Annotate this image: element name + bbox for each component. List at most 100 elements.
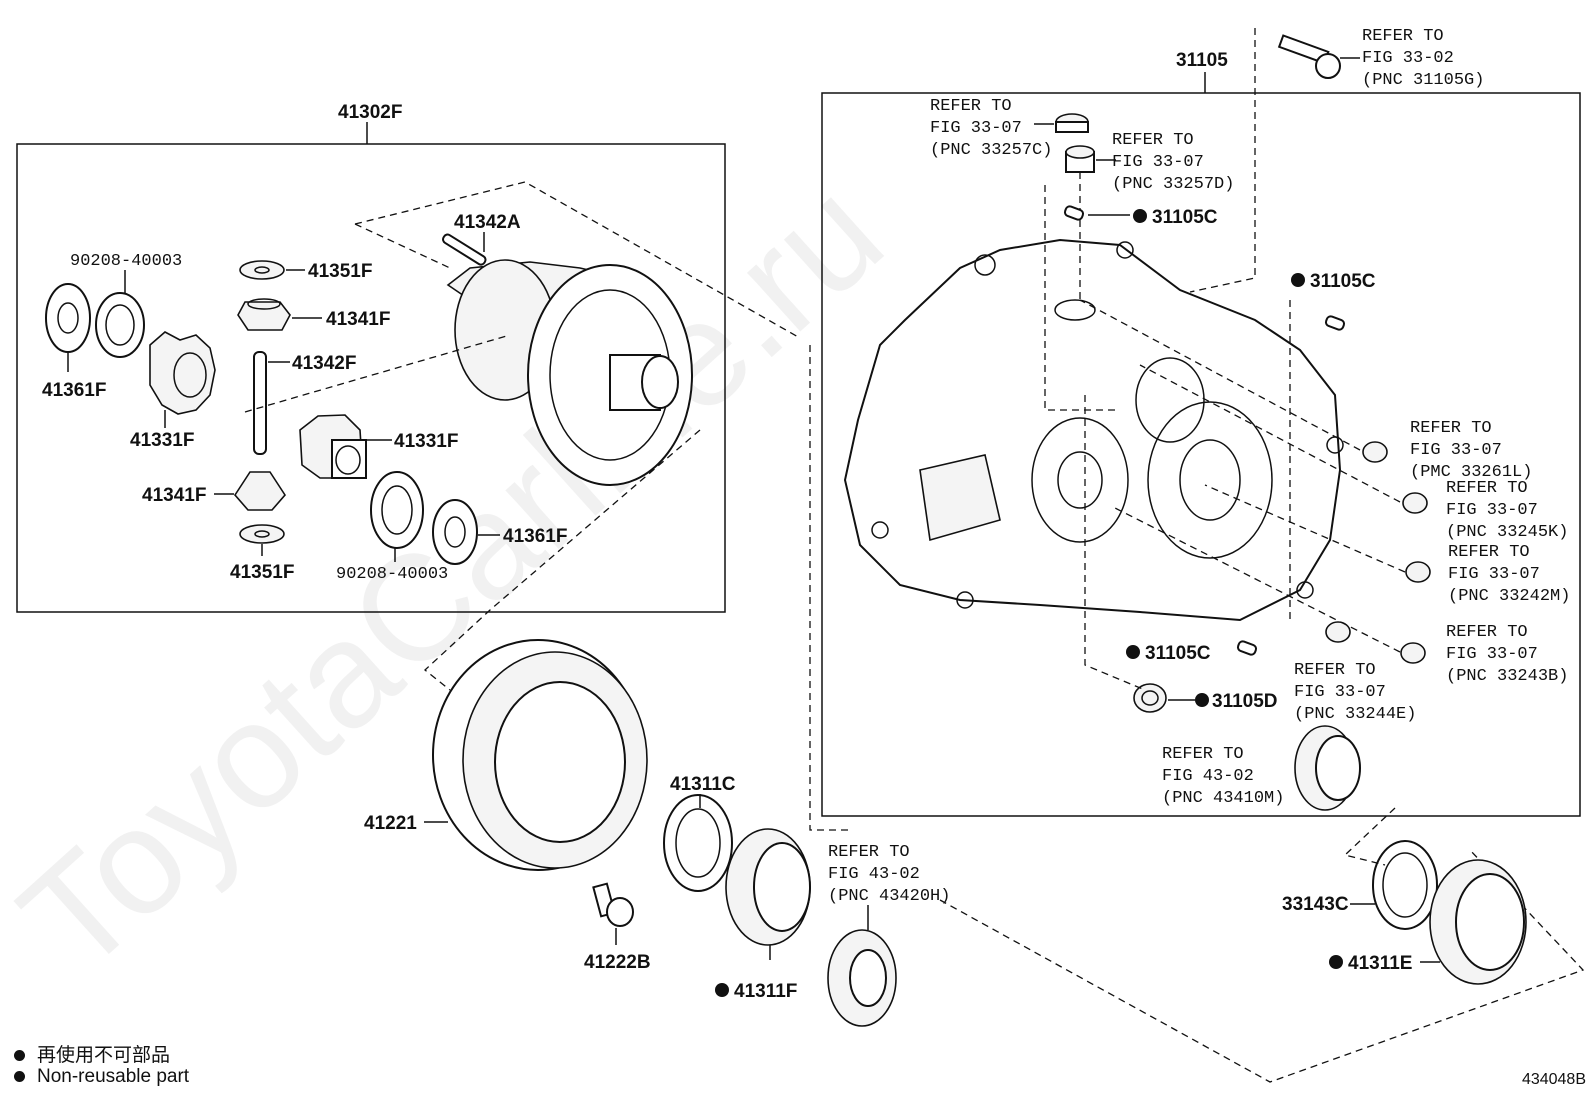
svg-text:FIG 33-07: FIG 33-07	[1112, 153, 1204, 172]
knock-pin-c-icon	[1236, 640, 1258, 656]
label-41311f: 41311F	[734, 981, 797, 1002]
label-41342f: 41342F	[292, 353, 356, 374]
label-41361f-right: 41361F	[503, 526, 567, 547]
svg-text:(PNC 43420H): (PNC 43420H)	[828, 887, 950, 906]
ref-33261l: REFER TO FIG 33-07 (PMC 33261L)	[1410, 419, 1532, 482]
bearing-race-43410m-icon	[1294, 725, 1361, 811]
label-41361f-left: 41361F	[42, 380, 106, 401]
svg-text:REFER TO: REFER TO	[1448, 543, 1530, 562]
ref-33242m: REFER TO FIG 33-07 (PNC 33242M)	[1448, 543, 1570, 606]
svg-text:FIG 43-02: FIG 43-02	[828, 865, 920, 884]
svg-text:(PNC 33245K): (PNC 33245K)	[1446, 523, 1568, 542]
transaxle-case-icon	[843, 238, 1344, 622]
label-31105d: 31105D	[1212, 691, 1278, 712]
svg-text:(PNC 31105G): (PNC 31105G)	[1362, 71, 1484, 90]
differential-case-icon	[446, 259, 693, 486]
ref-43420h: REFER TO FIG 43-02 (PNC 43420H)	[828, 843, 950, 906]
pinion-gear-bottom-icon	[234, 471, 286, 511]
svg-text:(PNC 33243B): (PNC 33243B)	[1446, 667, 1568, 686]
label-41341f-top: 41341F	[326, 309, 390, 330]
bushing-33244e-icon	[1325, 621, 1351, 643]
svg-text:(PNC 33257C): (PNC 33257C)	[930, 141, 1052, 160]
label-41342a: 41342A	[454, 212, 521, 233]
svg-text:FIG 33-02: FIG 33-02	[1362, 49, 1454, 68]
bushing-33261l-icon	[1362, 441, 1388, 463]
side-gear-left-icon	[149, 331, 216, 415]
side-gear-right-icon	[299, 414, 367, 479]
bushing-33245k-icon	[1402, 492, 1428, 514]
legend-en: Non-reusable part	[14, 1066, 189, 1088]
svg-text:(PMC 33261L): (PMC 33261L)	[1410, 463, 1532, 482]
ref-33243b: REFER TO FIG 33-07 (PNC 33243B)	[1446, 623, 1568, 686]
svg-text:REFER TO: REFER TO	[1446, 479, 1528, 498]
pin-41342a-icon	[442, 233, 487, 266]
label-90208-right: 90208-40003	[336, 565, 448, 584]
label-41331f-left: 41331F	[130, 430, 194, 451]
ref-33257d: REFER TO FIG 33-07 (PNC 33257D)	[1112, 131, 1234, 194]
label-41351f-top: 41351F	[308, 261, 372, 282]
label-41222b: 41222B	[584, 952, 651, 973]
pinion-shaft-icon	[253, 351, 267, 455]
plug-33257d-icon	[1065, 145, 1095, 173]
ref-31105g: REFER TO FIG 33-02 (PNC 31105G)	[1362, 27, 1484, 90]
bearing-race-43420h-icon	[827, 929, 897, 1027]
svg-text:(PNC 33244E): (PNC 33244E)	[1294, 705, 1416, 724]
trans-case-box	[821, 92, 1581, 817]
washer-41361f-left-icon	[45, 283, 91, 353]
ref-33244e: REFER TO FIG 33-07 (PNC 33244E)	[1294, 661, 1416, 724]
ref-33257c: REFER TO FIG 33-07 (PNC 33257C)	[930, 97, 1052, 160]
bushing-33242m-icon	[1405, 561, 1431, 583]
svg-text:(PNC 33257D): (PNC 33257D)	[1112, 175, 1234, 194]
svg-text:FIG 33-07: FIG 33-07	[1410, 441, 1502, 460]
svg-text:REFER TO: REFER TO	[1294, 661, 1376, 680]
label-31105c-c: 31105C	[1145, 643, 1211, 664]
svg-text:(PNC 33242M): (PNC 33242M)	[1448, 587, 1570, 606]
figure-code: 434048B	[1521, 1071, 1586, 1088]
bearing-41311f-icon	[725, 828, 811, 946]
label-31105c-b: 31105C	[1310, 271, 1376, 292]
ref-33245k: REFER TO FIG 33-07 (PNC 33245K)	[1446, 479, 1568, 542]
bolt-31105g-icon	[1277, 34, 1341, 79]
svg-text:REFER TO: REFER TO	[930, 97, 1012, 116]
bearing-41311e-icon	[1429, 859, 1527, 985]
legend-jp: 再使用不可部品	[14, 1040, 170, 1067]
svg-text:FIG 43-02: FIG 43-02	[1162, 767, 1254, 786]
label-41311e: 41311E	[1348, 953, 1412, 974]
plug-33257c-icon	[1055, 113, 1089, 133]
knock-pin-b-icon	[1324, 315, 1346, 331]
label-33143c: 33143C	[1282, 894, 1349, 915]
pinion-gear-top-icon	[237, 298, 291, 331]
label-31105c-a: 31105C	[1152, 207, 1218, 228]
bolt-41222b-icon	[592, 882, 634, 927]
bushing-33243b-icon	[1400, 642, 1426, 664]
label-41302f: 41302F	[338, 102, 402, 123]
shim-33143c-icon	[1372, 840, 1438, 930]
svg-text:REFER TO: REFER TO	[1162, 745, 1244, 764]
ring-gear-icon	[432, 639, 648, 871]
washer-41361f-right-icon	[432, 499, 478, 565]
svg-text:FIG 33-07: FIG 33-07	[1446, 645, 1538, 664]
bullet-icon	[14, 1071, 25, 1083]
svg-text:FIG 33-07: FIG 33-07	[930, 119, 1022, 138]
svg-text:REFER TO: REFER TO	[1446, 623, 1528, 642]
bullet-icon	[14, 1050, 25, 1062]
label-90208-left: 90208-40003	[70, 252, 182, 271]
label-41221: 41221	[364, 813, 417, 834]
svg-text:(PNC 43410M): (PNC 43410M)	[1162, 789, 1284, 808]
svg-text:REFER TO: REFER TO	[828, 843, 910, 862]
knock-pin-a-icon	[1063, 205, 1085, 221]
diff-case-box	[16, 143, 726, 613]
oil-seal-31105d-icon	[1133, 683, 1167, 713]
svg-text:REFER TO: REFER TO	[1112, 131, 1194, 150]
thrust-washer-right-icon	[370, 471, 424, 549]
label-41311c: 41311C	[670, 774, 736, 795]
pinion-washer-top-icon	[239, 260, 285, 280]
ref-43410m: REFER TO FIG 43-02 (PNC 43410M)	[1162, 745, 1284, 808]
label-41331f-right: 41331F	[394, 431, 458, 452]
label-31105: 31105	[1176, 50, 1228, 71]
oil-seal-41311c-icon	[663, 794, 733, 892]
svg-text:FIG 33-07: FIG 33-07	[1294, 683, 1386, 702]
svg-text:REFER TO: REFER TO	[1410, 419, 1492, 438]
